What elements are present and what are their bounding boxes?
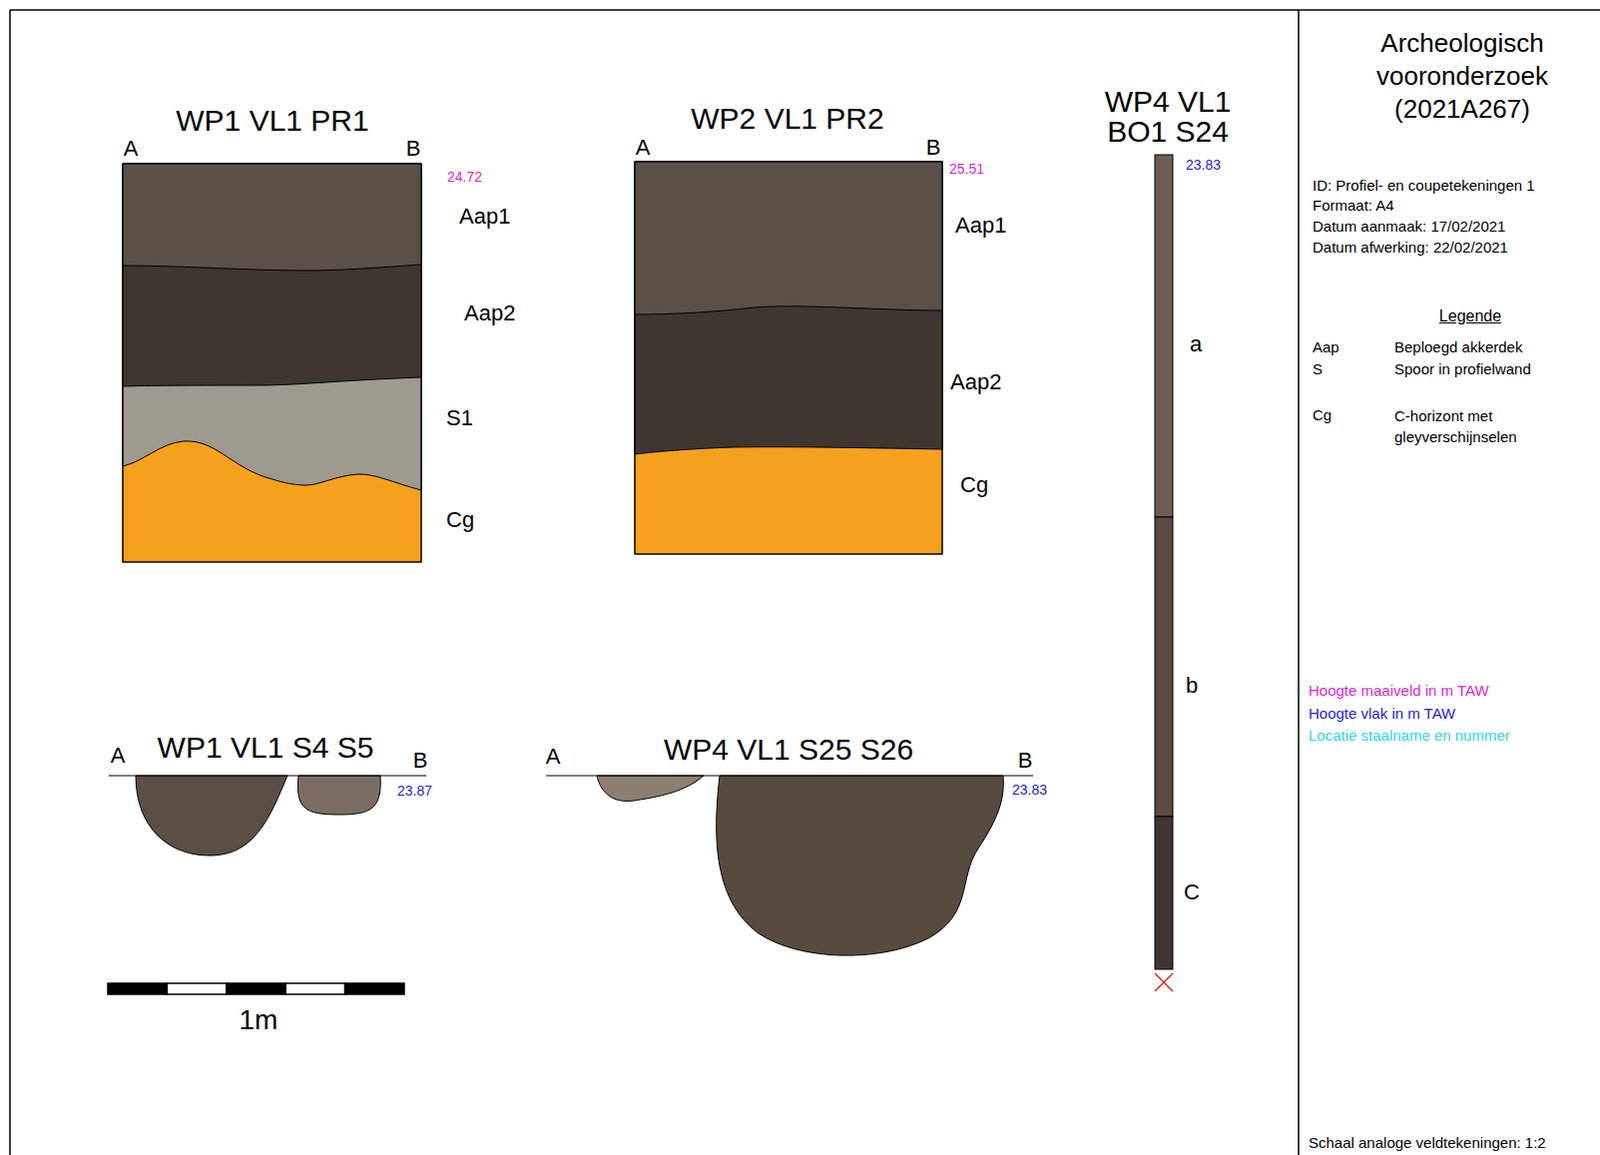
layer-label: a xyxy=(1189,331,1202,357)
section-s4-s5 xyxy=(108,775,427,856)
layer-label: C xyxy=(1183,879,1200,905)
drawing-title: WP1 VL1 PR1 xyxy=(175,103,369,139)
scale-bar xyxy=(107,983,405,995)
section-s25-s26 xyxy=(545,775,1034,956)
boring-segment-a xyxy=(1154,154,1173,518)
sheet-note: ID: Profiel- en coupetekeningen 1 xyxy=(1312,176,1536,194)
legend-text: Hoogte vlak in m TAW xyxy=(1308,704,1456,722)
scale-segment xyxy=(285,983,345,995)
sheet-note: Legende xyxy=(1439,307,1502,326)
layer-label: A xyxy=(545,743,561,769)
sheet-frame xyxy=(9,9,1600,1155)
layer-label: B xyxy=(1018,747,1034,773)
surface-line xyxy=(108,775,427,777)
sheet-note: Beploegd akkerdek xyxy=(1394,338,1523,356)
layer-label: Aap1 xyxy=(459,203,511,229)
sheet-note: Formaat: A4 xyxy=(1312,196,1395,214)
scale-segment xyxy=(166,983,226,995)
layer-label: Cg xyxy=(960,472,989,498)
drawing-title: WP1 VL1 S4 S5 xyxy=(157,730,375,766)
elevation-value: 25.51 xyxy=(949,160,985,177)
profile-outline xyxy=(122,163,422,562)
scale-segment xyxy=(345,983,405,995)
sheet-note: C-horizont met gleyverschijnselen xyxy=(1394,405,1580,448)
surface-line xyxy=(545,775,1034,777)
end-cross xyxy=(1154,973,1173,992)
profile-1 xyxy=(122,163,422,562)
layer-label: B xyxy=(413,747,429,773)
drawing-title: WP4 VL1 BO1 S24 xyxy=(1092,86,1243,147)
layer-label: S1 xyxy=(446,405,474,431)
aap1-layer xyxy=(122,163,422,271)
legend-text: Locatie staalname en nummer xyxy=(1308,726,1511,744)
cg-layer xyxy=(122,163,422,562)
drawing-title: WP2 VL1 PR2 xyxy=(690,101,884,137)
aap2-layer xyxy=(122,163,422,387)
sheet-note: Datum aanmaak: 17/02/2021 xyxy=(1312,217,1506,235)
elevation-value: 23.83 xyxy=(1185,156,1221,173)
profile-2 xyxy=(634,161,943,554)
scale-segment xyxy=(226,983,286,995)
layer-label: Aap2 xyxy=(464,300,516,326)
drawing-title: 1m xyxy=(239,1004,279,1037)
layer-label: Cg xyxy=(446,507,475,533)
frame-line xyxy=(9,8,1600,11)
end-cross xyxy=(1154,973,1173,992)
s1-layer xyxy=(122,163,422,491)
feature-s25 xyxy=(596,775,704,802)
legend-text: Hoogte maaiveld in m TAW xyxy=(1308,681,1490,699)
sheet-note: Cg xyxy=(1312,406,1332,424)
sheet-note: Aap xyxy=(1312,338,1340,356)
layer-label: A xyxy=(110,742,126,768)
cg-layer xyxy=(634,161,943,554)
elevation-value: 23.83 xyxy=(1012,781,1048,798)
layer-label: Aap1 xyxy=(955,212,1007,238)
elevation-value: 23.87 xyxy=(397,782,433,799)
profile-outline xyxy=(634,161,943,554)
sheet-note: Schaal analoge veldtekeningen: 1:2 xyxy=(1308,1133,1547,1151)
feature-s4 xyxy=(135,775,288,856)
layer-label: b xyxy=(1185,672,1198,698)
boring-column xyxy=(1154,154,1173,992)
sheet-note: S xyxy=(1312,360,1323,378)
layer-label: Aap2 xyxy=(950,369,1002,395)
layer-label: A xyxy=(123,135,139,161)
legend-colour-sample: Locatie staalname en nummer xyxy=(1308,726,1511,744)
feature-s26 xyxy=(716,775,1005,956)
boring-segment-b xyxy=(1154,517,1173,817)
sheet-title: Archeologisch vooronderzoek (2021A267) xyxy=(1342,26,1583,126)
layer-label: A xyxy=(635,134,651,160)
elevation-value: 24.72 xyxy=(447,168,483,185)
legend-colour-sample: Hoogte maaiveld in m TAW xyxy=(1308,681,1490,699)
boring-segment-c xyxy=(1154,816,1173,970)
aap1-layer xyxy=(634,161,943,315)
layer-label: B xyxy=(406,135,422,161)
frame-divider xyxy=(1297,9,1300,1155)
drawing-title: WP4 VL1 S25 S26 xyxy=(663,732,914,768)
feature-s5 xyxy=(297,775,381,815)
sheet-note: Datum afwerking: 22/02/2021 xyxy=(1312,238,1509,256)
layer-label: B xyxy=(926,134,942,160)
legend-colour-sample: Hoogte vlak in m TAW xyxy=(1308,704,1456,722)
frame-line xyxy=(8,9,11,1155)
scale-segment xyxy=(107,983,167,995)
aap2-layer xyxy=(634,161,943,455)
sheet-note: Spoor in profielwand xyxy=(1394,360,1532,378)
